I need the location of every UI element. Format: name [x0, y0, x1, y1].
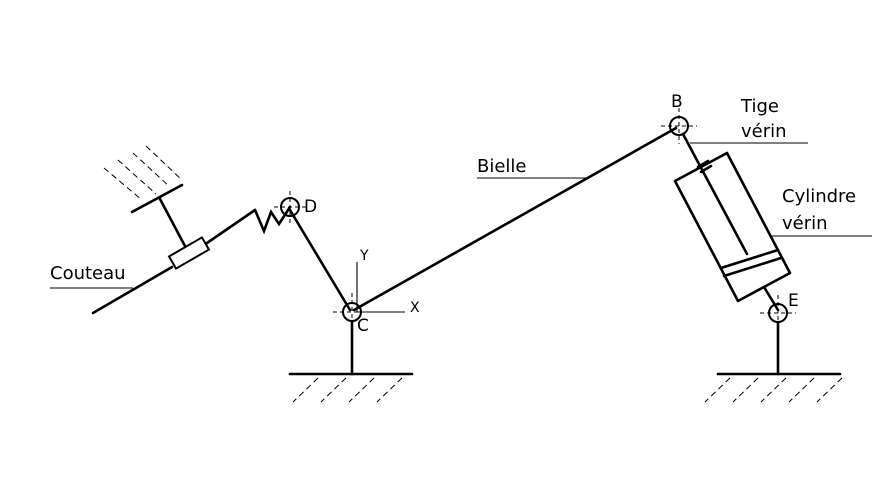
label-tige-line1: Tige	[740, 96, 779, 117]
label-cylindre-line2: vérin	[782, 213, 828, 234]
actuator-base-link	[762, 285, 780, 312]
label-couteau: Couteau	[50, 263, 126, 284]
pivot-b	[661, 108, 697, 144]
pivot-e-ground-hatching	[704, 377, 843, 403]
knife-spring-joint	[253, 205, 292, 235]
pivot-d	[274, 191, 306, 223]
x-axis-label: X	[410, 300, 420, 316]
knife-blade	[91, 265, 174, 315]
actuator-piston	[719, 248, 780, 270]
knife-slider-block	[167, 236, 211, 270]
lever-dc	[288, 208, 352, 312]
actuator-rod	[681, 132, 749, 256]
label-bielle: Bielle	[477, 156, 527, 177]
connecting-rod	[352, 126, 678, 312]
actuator-rod-guide-2	[699, 164, 713, 174]
knife-arm	[205, 208, 257, 245]
pivot-c	[333, 293, 371, 331]
pivot-b-label: B	[671, 92, 683, 112]
actuator-cylinder	[673, 151, 792, 303]
knife-frame-hatching	[103, 145, 183, 201]
actuator-rod-guide	[696, 159, 710, 169]
knife-frame-support-rod	[158, 197, 188, 250]
pivot-d-label: D	[304, 197, 317, 217]
knife-frame-ground-line	[130, 183, 184, 214]
pivot-c-label: C	[357, 316, 369, 336]
label-tige-line2: vérin	[741, 121, 787, 142]
y-axis-label: Y	[359, 248, 369, 264]
pivot-e-label: E	[788, 291, 799, 311]
actuator-piston-2	[722, 256, 783, 278]
pivot-c-ground-hatching	[292, 377, 403, 403]
label-cylindre-line1: Cylindre	[782, 186, 856, 207]
